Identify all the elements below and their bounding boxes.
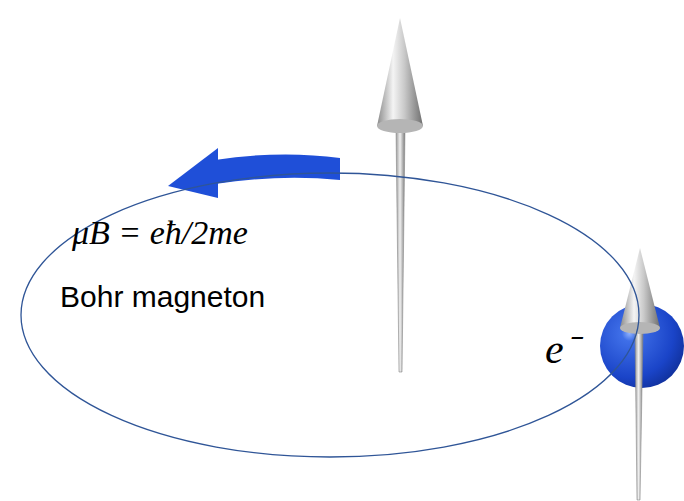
arrow-shaft [396, 128, 405, 372]
spin-moment-arrow [620, 248, 660, 500]
arrow-head [168, 148, 218, 198]
caption-text: Bohr magneton [60, 280, 265, 314]
arrow-cone [377, 18, 423, 126]
arrow-shaft [635, 330, 643, 500]
orbital-moment-arrow [377, 18, 423, 372]
arrow-cone [620, 248, 660, 328]
orbit-ellipse: μB = eħ/2meBohr magneton [20, 172, 640, 458]
particle-label: e⁻ [545, 318, 578, 375]
cone-base [377, 119, 423, 133]
cone-base [620, 322, 660, 334]
orbit-line [21, 173, 639, 457]
formula-text: μB = eħ/2me [72, 214, 248, 252]
